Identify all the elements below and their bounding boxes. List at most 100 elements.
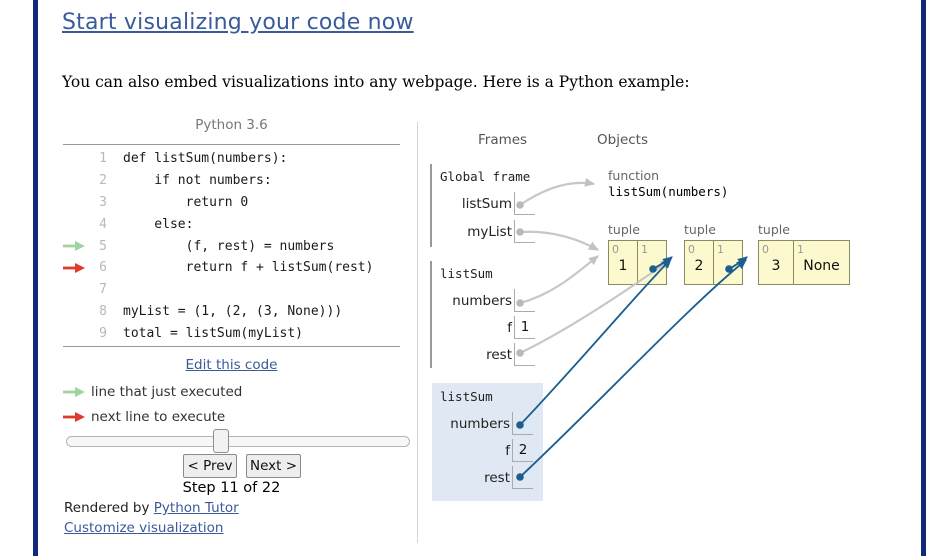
just-executed-arrow-icon [63,241,87,252]
tuple-cell-pointer: 1 [637,241,666,284]
global-frame: Global frame listSum myList [430,164,535,247]
code-text: if not numbers: [123,173,272,189]
step-slider-handle[interactable] [213,429,229,453]
code-line-next-to-execute: 6 return f + listSum(rest) [63,257,400,279]
code-text: def listSum(numbers): [123,151,288,167]
frame-label: listSum [440,389,493,404]
function-object-name: listSum(numbers) [608,184,729,199]
listsum-frame-1: listSum numbers f 1 rest [430,261,535,368]
code-text: else: [123,216,194,232]
next-button[interactable]: Next > [246,454,301,478]
python-tutor-link[interactable]: Python Tutor [153,500,239,516]
objects-header: Objects [597,132,649,148]
legend-label: next line to execute [91,408,226,425]
tuple-cell-pointer: 1 [713,241,742,284]
tuple-type-label: tuple [608,222,640,237]
code-text: myList = (1, (2, (3, None))) [123,303,343,319]
arrow-rest2-to-tuple3 [519,259,747,478]
variable-name: listSum [461,195,512,212]
line-number: 2 [99,173,107,189]
code-line: 3 return 0 [63,192,400,214]
code-text: return 0 [123,194,249,210]
legend-next-to-execute: next line to execute [63,407,242,426]
frame-variable: rest [440,343,535,366]
variable-value-cell: 1 [514,316,535,339]
line-number: 6 [99,260,107,276]
tuple-value: 3 [771,258,781,274]
legend-just-executed: line that just executed [63,382,242,401]
frame-label: Global frame [440,169,531,184]
variable-name: rest [486,346,512,363]
code-line: 4 else: [63,213,400,235]
code-listing: 1 def listSum(numbers): 2 if not numbers… [63,144,400,348]
next-line-arrow-icon [63,407,85,426]
variable-value-cell [514,192,535,215]
frame-variable: myList [440,220,535,243]
rendered-by-line: Rendered by Python Tutor [64,500,239,516]
tuple-value: None [803,258,840,274]
variable-name: numbers [452,292,512,309]
variable-value-cell [514,289,535,312]
tuple-cell: 0 3 [759,241,793,284]
function-object-type: function [608,168,660,183]
legend: line that just executed next line to exe… [63,382,242,432]
variable-name: f [507,319,512,336]
tuple-index: 0 [762,243,769,256]
tuple-index: 1 [717,243,724,256]
page-left-border [33,0,38,556]
page-title-link[interactable]: Start visualizing your code now [62,10,414,35]
tuple-type-label: tuple [758,222,790,237]
frame-variable: f 1 [440,316,535,339]
rendered-by-text: Rendered by [64,500,154,516]
tuple-index: 0 [612,243,619,256]
tuple-index: 1 [797,243,804,256]
tuple-object-3: tuple 0 3 1 None [758,222,850,285]
tuple-box: 0 1 1 [608,240,667,285]
tuple-object-1: tuple 0 1 1 [608,222,667,285]
tuple-cell: 1 None [793,241,849,284]
frame-variable: numbers [440,412,533,435]
line-number: 5 [99,238,107,254]
tuple-cell: 0 1 [609,241,637,284]
listsum-frame-2-active: listSum numbers f 2 rest [432,383,543,501]
frame-variable: numbers [440,289,535,312]
variable-name: numbers [450,415,510,432]
variable-name: rest [484,469,510,486]
tuple-value: 1 [618,258,628,274]
tuple-box: 0 2 1 [684,240,743,285]
step-counter: Step 11 of 22 [182,480,281,496]
tuple-box: 0 3 1 None [758,240,850,285]
code-line: 8 myList = (1, (2, (3, None))) [63,301,400,323]
customize-visualization-link[interactable]: Customize visualization [64,520,224,536]
edit-code-link[interactable]: Edit this code [185,357,278,373]
code-line: 2 if not numbers: [63,170,400,192]
line-number: 8 [99,303,107,319]
line-number: 7 [99,282,107,298]
frame-variable: f 2 [440,439,533,462]
variable-value-cell [514,220,535,243]
code-line-just-executed: 5 (f, rest) = numbers [63,235,400,257]
variable-name: f [505,442,510,459]
line-number: 4 [99,216,107,232]
tuple-index: 0 [688,243,695,256]
frame-label: listSum [440,266,493,281]
variable-value-cell [512,466,533,489]
tuple-index: 1 [641,243,648,256]
frame-variable: listSum [440,192,535,215]
line-number: 9 [99,325,107,341]
code-text: (f, rest) = numbers [123,238,335,254]
prev-button[interactable]: < Prev [183,454,237,478]
frame-variable: rest [440,466,533,489]
variable-value-cell [514,343,535,366]
code-line: 7 [63,279,400,301]
language-label: Python 3.6 [195,117,268,133]
tuple-value: 2 [694,258,704,274]
intro-text: You can also embed visualizations into a… [62,73,690,91]
step-slider-track[interactable] [66,436,410,447]
code-text: total = listSum(myList) [123,325,304,341]
variable-name: myList [467,223,512,240]
just-executed-arrow-icon [63,382,85,401]
variable-value-cell: 2 [512,439,533,462]
frames-header: Frames [478,132,528,148]
